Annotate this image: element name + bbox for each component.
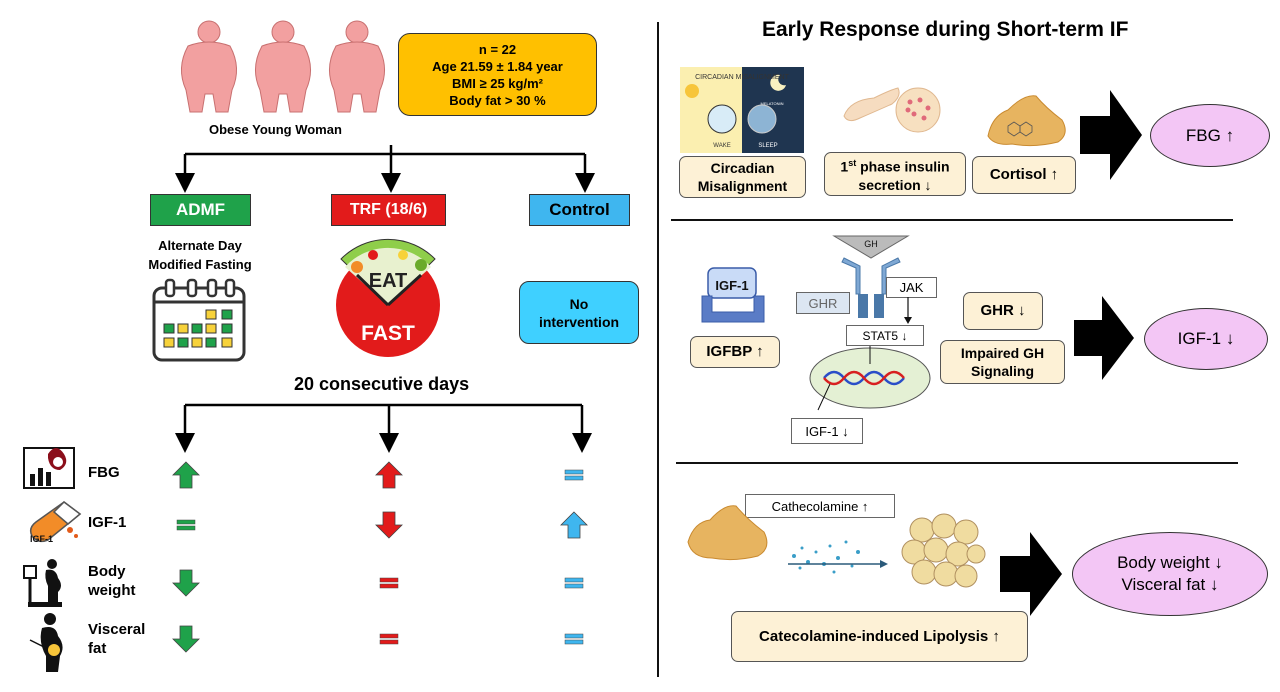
- circadian-misalignment-box: Circadian Misalignment: [679, 156, 806, 198]
- branch-connector-top: [175, 145, 595, 193]
- jak-box: JAK: [886, 277, 937, 298]
- wake-text: WAKE: [713, 143, 730, 149]
- ghr-label-box: GHR: [796, 292, 850, 314]
- igf-tube-icon: IGF-1: [29, 501, 82, 544]
- result-down-icon: [375, 511, 403, 539]
- stat-bodyfat: Body fat > 30 %: [449, 92, 546, 108]
- stat5-box: STAT5 ↓: [846, 325, 924, 346]
- melatonin-text: MELATONIN: [761, 101, 784, 106]
- insulin-secretion-box: 1st phase insulin secretion ↓: [824, 152, 966, 196]
- result-up-icon: [375, 461, 403, 489]
- weighing-scale-icon: [23, 559, 62, 607]
- outcome-results-grid: [172, 461, 588, 653]
- catecholamine-box: Cathecolamine ↑: [745, 494, 895, 518]
- result-up-icon: [560, 511, 588, 539]
- result-equal-icon: [176, 519, 196, 531]
- result-down-icon: [172, 569, 200, 597]
- gh-receptor-diagram: GH: [832, 235, 910, 318]
- no-intervention-box: No intervention: [519, 281, 639, 344]
- eat-text: EAT: [369, 270, 408, 292]
- sleep-text: SLEEP: [758, 143, 777, 149]
- circadian-image: CIRCADIAN MISALIGNMENT WAKE SLEEP MELATO…: [680, 67, 804, 153]
- obese-figures-icon: [181, 20, 385, 113]
- stats-box: n = 22 Age 21.59 ± 1.84 year BMI ≥ 25 kg…: [398, 33, 597, 116]
- igf1-small-box: IGF-1 ↓: [791, 418, 863, 444]
- eat-fast-clock-icon: EAT FAST: [336, 238, 440, 357]
- branch-connector-bottom: [175, 403, 592, 453]
- outcome-label-visceral-fat: Visceral fat: [88, 621, 146, 657]
- fast-text: FAST: [361, 322, 415, 345]
- gh-text: GH: [864, 239, 878, 249]
- glucose-chart-icon: [23, 447, 75, 489]
- stat-n: n = 22: [478, 41, 517, 57]
- igf1-receptor-icon: IGF-1: [701, 267, 765, 323]
- catecholamine-dots-arrow: [788, 540, 888, 574]
- group-admf-label: ADMF: [150, 194, 251, 226]
- visceral-fat-icon: [29, 613, 63, 672]
- adrenal-gland-image: [687, 505, 768, 561]
- duration-label: 20 consecutive days: [294, 374, 470, 394]
- panel-divider: [657, 22, 659, 677]
- right-title: Early Response during Short-term IF: [762, 18, 1129, 41]
- admf-description: Alternate Day Modified Fasting: [148, 238, 252, 272]
- result-equal-icon: [379, 633, 399, 645]
- row2-big-arrow: [1074, 296, 1134, 380]
- dna-cell-ellipse: [809, 346, 931, 411]
- result-up-icon: [172, 461, 200, 489]
- igfbp-box: IGFBP ↑: [690, 336, 780, 368]
- result-equal-icon: [564, 577, 584, 589]
- body-weight-result-ellipse: Body weight ↓ Visceral fat ↓: [1072, 532, 1268, 616]
- outcome-label-igf1: IGF-1: [88, 514, 127, 531]
- adrenal-cortisol-image: [987, 95, 1066, 147]
- result-visceral-fat: Visceral fat ↓: [1121, 575, 1219, 594]
- fbg-result-ellipse: FBG ↑: [1150, 104, 1270, 167]
- row-divider-2: [676, 462, 1238, 464]
- group-control-label: Control: [529, 194, 630, 226]
- jak-to-stat5-arrow: [904, 297, 912, 324]
- group-trf-label: TRF (18/6): [331, 194, 446, 226]
- stat-bmi: BMI ≥ 25 kg/m²: [452, 75, 543, 91]
- igf1-icon-text: IGF-1: [715, 278, 748, 293]
- row1-big-arrow: [1080, 90, 1142, 180]
- lipolysis-box: Catecolamine-induced Lipolysis ↑: [731, 611, 1028, 662]
- igf-tube-text: IGF-1: [30, 534, 53, 544]
- ghr-down-box: GHR ↓: [963, 292, 1043, 330]
- impaired-gh-box: Impaired GH Signaling: [940, 340, 1065, 384]
- result-body-weight: Body weight ↓: [1117, 553, 1223, 572]
- stat-age: Age 21.59 ± 1.84 year: [432, 58, 563, 74]
- pancreas-image: [843, 87, 941, 133]
- row3-big-arrow: [1000, 532, 1062, 616]
- igf1-result-ellipse: IGF-1 ↓: [1144, 308, 1268, 370]
- calendar-icon: [152, 278, 246, 362]
- fat-cells-image: [901, 513, 986, 588]
- row-divider-1: [671, 219, 1233, 221]
- result-equal-icon: [379, 577, 399, 589]
- outcome-label-fbg: FBG: [88, 464, 120, 481]
- result-equal-icon: [564, 633, 584, 645]
- cortisol-box: Cortisol ↑: [972, 156, 1076, 194]
- outcome-label-body-weight: Body weight: [88, 563, 136, 599]
- circadian-top-text: CIRCADIAN MISALIGNMENT: [695, 74, 789, 81]
- result-equal-icon: [564, 469, 584, 481]
- population-label: Obese Young Woman: [209, 122, 342, 137]
- result-down-icon: [172, 625, 200, 653]
